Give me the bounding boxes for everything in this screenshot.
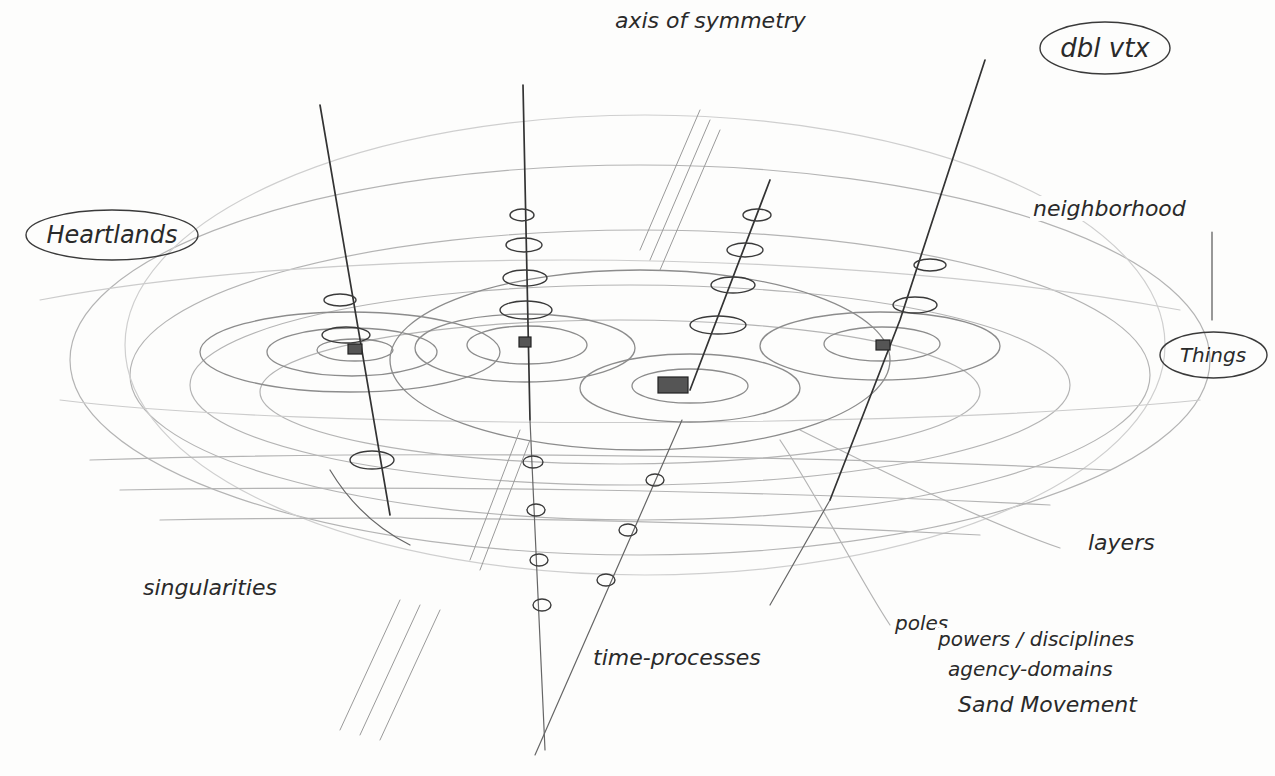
sketch-note: layers xyxy=(1085,530,1158,555)
layer-line xyxy=(780,440,890,625)
coil xyxy=(503,270,547,286)
axis-line xyxy=(530,420,545,750)
layer-line xyxy=(90,455,1110,470)
vortex-rings xyxy=(200,270,1000,450)
axis-line xyxy=(330,470,410,545)
sketch-note: singularities xyxy=(140,575,280,600)
axis-line xyxy=(770,500,830,605)
axis-line xyxy=(830,60,985,500)
vortex-ring xyxy=(632,369,748,403)
coil xyxy=(690,316,746,334)
singularity xyxy=(519,337,531,347)
vortex-ring xyxy=(200,312,500,392)
hatch xyxy=(470,430,520,560)
coil xyxy=(523,456,543,468)
sketch-note: powers / disciplines xyxy=(935,628,1137,651)
vortex-ring xyxy=(824,327,940,361)
coil xyxy=(914,259,946,271)
coil xyxy=(527,504,545,516)
sketch-note: neighborhood xyxy=(1030,196,1189,221)
axis-line xyxy=(535,420,682,755)
sketch-note: axis of symmetry xyxy=(612,8,809,33)
coil xyxy=(646,474,664,486)
note-text: dbl vtx xyxy=(1038,33,1172,63)
hatch xyxy=(380,610,440,740)
sketch-note: agency-domains xyxy=(945,658,1116,681)
coil xyxy=(619,524,637,536)
coil xyxy=(893,297,937,313)
singularity-marks xyxy=(348,337,890,393)
vortex-ring xyxy=(467,326,587,364)
coil xyxy=(743,209,771,221)
layer-ring xyxy=(70,165,1210,555)
circled-note: Heartlands xyxy=(24,208,200,262)
sketch-note: Sand Movement xyxy=(955,692,1140,717)
hatch xyxy=(660,130,720,270)
central-dome xyxy=(390,270,890,450)
coil xyxy=(350,451,394,469)
coil xyxy=(324,294,356,306)
layer-line xyxy=(60,400,1200,423)
coil xyxy=(500,301,552,319)
axis-line xyxy=(690,180,770,390)
axis-line xyxy=(320,105,390,515)
layer-line xyxy=(40,260,1180,310)
circled-note: Things xyxy=(1158,330,1269,380)
coil xyxy=(727,243,763,257)
layer-line xyxy=(800,430,1060,548)
sketch-note: time-processes xyxy=(590,645,764,670)
singularity xyxy=(348,344,362,354)
layer-ring xyxy=(125,115,1165,575)
coil xyxy=(506,238,542,252)
hatch xyxy=(650,120,710,260)
vortex-ring xyxy=(267,328,437,376)
circled-note: dbl vtx xyxy=(1038,20,1172,76)
hatch xyxy=(360,605,420,735)
note-text: Things xyxy=(1158,343,1269,367)
layer-line xyxy=(160,518,980,535)
hatch xyxy=(640,110,700,250)
coil xyxy=(597,574,615,586)
coil xyxy=(530,554,548,566)
singularity xyxy=(876,340,890,350)
hatch xyxy=(340,600,400,730)
axes xyxy=(320,60,985,515)
coil xyxy=(322,327,370,343)
layer-line xyxy=(120,488,1050,505)
coil xyxy=(510,209,534,221)
leader-line xyxy=(1211,232,1212,320)
layer-ring xyxy=(130,230,1150,520)
vortex-ring xyxy=(415,314,635,382)
singularity xyxy=(658,377,688,393)
hatch xyxy=(480,440,530,570)
axes-below xyxy=(330,420,830,755)
note-text: Heartlands xyxy=(24,221,200,249)
coil xyxy=(711,277,755,293)
coil xyxy=(533,599,551,611)
coils xyxy=(322,209,946,611)
